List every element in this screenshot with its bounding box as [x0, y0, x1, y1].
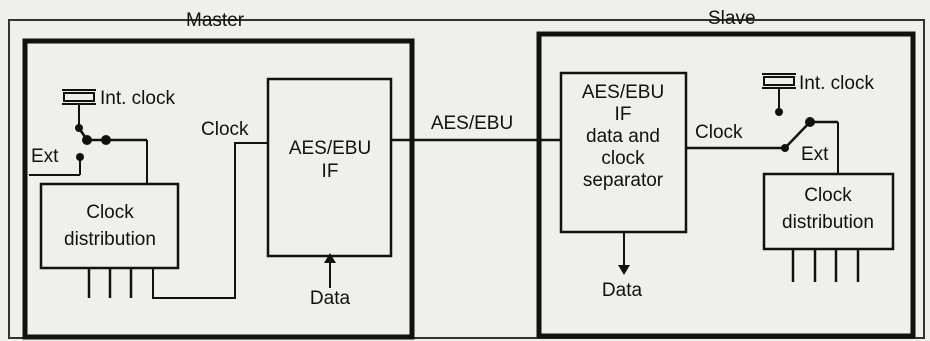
slave-crystal-icon: [762, 73, 796, 89]
slave-separator-label-line3: data and: [586, 126, 660, 147]
slave-separator-label-line4: clock: [601, 148, 645, 169]
slave-clock-distribution-label-line1: Clock: [804, 185, 852, 206]
slave-title: Slave: [708, 8, 756, 29]
master-ext-label: Ext: [31, 146, 59, 167]
slave-clock-distribution-box: [762, 172, 895, 251]
master-clock-distribution-label-line2: distribution: [64, 229, 156, 250]
master-box: [22, 38, 415, 340]
master-int-clock-label: Int. clock: [100, 88, 175, 109]
master-switch: [29, 124, 147, 176]
slave-clock-label: Clock: [695, 122, 743, 143]
master-title: Master: [186, 10, 245, 31]
master-if-label-line2: IF: [321, 161, 339, 182]
slave-separator-label-line5: separator: [582, 170, 664, 191]
master-data-label: Data: [309, 288, 351, 309]
master-clock-label: Clock: [201, 119, 249, 140]
slave-separator-label-line2: IF: [614, 104, 632, 125]
master-crystal-icon: [62, 89, 96, 105]
slave-data-label: Data: [601, 280, 643, 301]
master-if-label-line1: AES/EBU: [288, 138, 372, 159]
master-distribution-outputs: [87, 142, 268, 299]
master-clock-distribution-box: [39, 182, 180, 270]
slave-separator-label-line1: AES/EBU: [581, 82, 665, 103]
slave-int-clock-label: Int. clock: [799, 73, 874, 94]
slave-switch: [775, 108, 838, 152]
slave-ext-label: Ext: [801, 144, 829, 165]
aes-ebu-link-label: AES/EBU: [430, 113, 514, 134]
master-clock-distribution-label-line1: Clock: [86, 202, 134, 223]
slave-distribution-outputs: [791, 249, 860, 282]
slave-box: [536, 31, 916, 339]
figure-frame: [8, 19, 925, 339]
slave-clock-distribution-label-line2: distribution: [782, 212, 874, 233]
